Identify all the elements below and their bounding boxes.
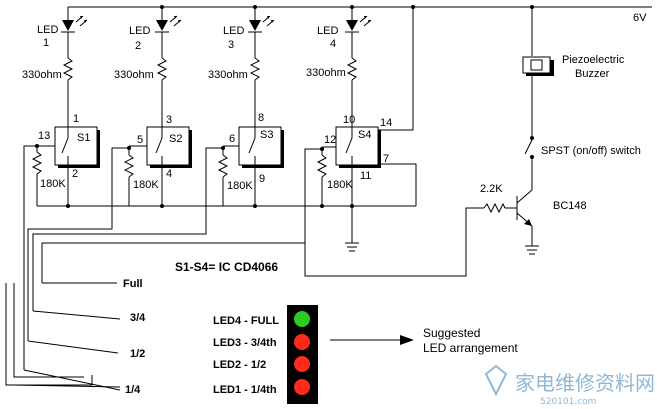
led-4-symbol <box>345 15 372 33</box>
s4-pin-left: 12 <box>324 134 336 146</box>
led-1-label: LED <box>37 24 58 36</box>
supply-rail: 6V <box>68 5 652 24</box>
s3-pin-left: 6 <box>229 133 235 145</box>
level-full: Full <box>123 278 143 290</box>
resistor-2-2k <box>483 202 506 214</box>
supply-label: 6V <box>633 12 647 24</box>
switch-s3 <box>238 126 282 166</box>
buzzer-label-1: Piezoelectric <box>562 54 625 66</box>
spst-switch-label: SPST (on/off) switch <box>541 145 641 157</box>
ic-label: S1-S4= IC CD4066 <box>175 260 278 274</box>
legend-led2-lamp <box>294 356 310 372</box>
resistor-2-2k-label: 2.2K <box>480 183 503 195</box>
resistor-180k-1-label: 180K <box>40 178 66 190</box>
led-3-label: LED <box>223 25 244 37</box>
legend-led3-label: LED3 - 3/4th <box>213 337 277 349</box>
transistor-label: BC148 <box>553 200 587 212</box>
s4-pin-right-top: 14 <box>380 117 392 129</box>
s3-pin-bottom: 9 <box>259 173 265 185</box>
suggested-label-1: Suggested <box>423 326 480 340</box>
resistor-180k-2 <box>123 154 135 178</box>
channel-1: LED 1 330ohm 1 S1 13 2 <box>22 7 100 206</box>
s2-pin-left: 5 <box>137 134 143 146</box>
resistor-180k-3-label: 180K <box>227 180 253 192</box>
piezo-buzzer <box>522 56 554 76</box>
resistor-180k-2-label: 180K <box>133 179 159 191</box>
resistor-330-4-label: 330ohm <box>306 67 346 79</box>
resistor-330-3-label: 330ohm <box>208 69 248 81</box>
ground-symbol-1 <box>345 242 359 252</box>
s1-pin-left: 13 <box>38 130 50 142</box>
ground-symbol-2 <box>525 245 539 255</box>
legend-led4-lamp <box>294 311 310 327</box>
switch-s1 <box>54 126 98 166</box>
s2-pin-bottom: 4 <box>166 168 172 180</box>
led-3-number: 3 <box>228 39 234 51</box>
resistor-180k-3 <box>217 154 229 178</box>
level-half: 1/2 <box>130 348 145 360</box>
s1-pin-top: 1 <box>73 113 79 125</box>
legend-led4-label: LED4 - FULL <box>213 315 279 327</box>
resistor-330-1-label: 330ohm <box>22 69 62 81</box>
resistor-180k-4 <box>316 154 328 178</box>
led-4-label: LED <box>317 25 338 37</box>
level-quarter: 1/4 <box>125 384 141 396</box>
legend-led1-label: LED1 - 1/4th <box>213 384 277 396</box>
legend-led2-label: LED2 - 1/2 <box>213 359 266 371</box>
legend-led3-lamp <box>294 334 310 350</box>
led-legend: LED4 - FULL LED3 - 3/4th LED2 - 1/2 LED1… <box>213 305 318 404</box>
watermark: 家电维修资料网 520101.com <box>484 364 655 407</box>
suggestion-arrow <box>330 335 414 345</box>
resistor-330-4 <box>346 57 358 81</box>
led-2-number: 2 <box>135 40 141 52</box>
led-1-symbol <box>61 15 88 33</box>
s4-pin-bottom: 11 <box>360 170 371 182</box>
watermark-url: 520101.com <box>540 397 596 407</box>
led-1-number: 1 <box>43 37 49 49</box>
s4-pin-right: 7 <box>383 153 389 165</box>
s1-label: S1 <box>77 132 90 144</box>
resistor-330-2-label: 330ohm <box>114 69 154 81</box>
channel-3: LED 3 330ohm 8 S3 6 9 <box>208 7 284 206</box>
watermark-logo-icon <box>484 364 508 397</box>
level-three-quarter: 3/4 <box>130 312 146 324</box>
buzzer-label-2: Buzzer <box>575 68 610 80</box>
watermark-text: 家电维修资料网 <box>515 371 655 395</box>
s3-label: S3 <box>260 129 273 141</box>
resistor-330-2 <box>156 57 168 81</box>
s1-pin-bottom: 2 <box>72 168 78 180</box>
buzzer-circuit: Piezoelectric Buzzer SPST (on/off) switc… <box>304 7 641 277</box>
led-3-symbol <box>248 15 275 33</box>
led-4-number: 4 <box>330 38 336 50</box>
s4-label: S4 <box>358 129 371 141</box>
led-2-symbol <box>155 15 182 33</box>
water-tank-sensor: Full 3/4 1/2 1/4 <box>5 278 146 396</box>
resistor-180k-4-label: 180K <box>327 179 353 191</box>
channel-2: LED 2 330ohm 3 S2 5 4 <box>114 7 192 206</box>
resistor-330-1 <box>62 57 74 81</box>
switch-s2 <box>146 126 190 166</box>
transistor-bc148 <box>516 189 533 227</box>
channel-4: LED 4 330ohm 10 14 S4 12 7 11 <box>306 7 417 243</box>
switch-s4 <box>335 126 379 166</box>
led-2-label: LED <box>129 25 150 37</box>
resistor-180k-1 <box>31 151 43 175</box>
spst-switch <box>524 136 534 159</box>
resistor-330-3 <box>249 57 261 81</box>
s2-pin-top: 3 <box>166 114 172 126</box>
s2-label: S2 <box>169 133 182 145</box>
legend-led1-lamp <box>294 379 310 395</box>
s4-pin-top: 10 <box>343 114 355 126</box>
s3-pin-top: 8 <box>258 112 264 124</box>
suggested-label-2: LED arrangement <box>423 341 518 355</box>
